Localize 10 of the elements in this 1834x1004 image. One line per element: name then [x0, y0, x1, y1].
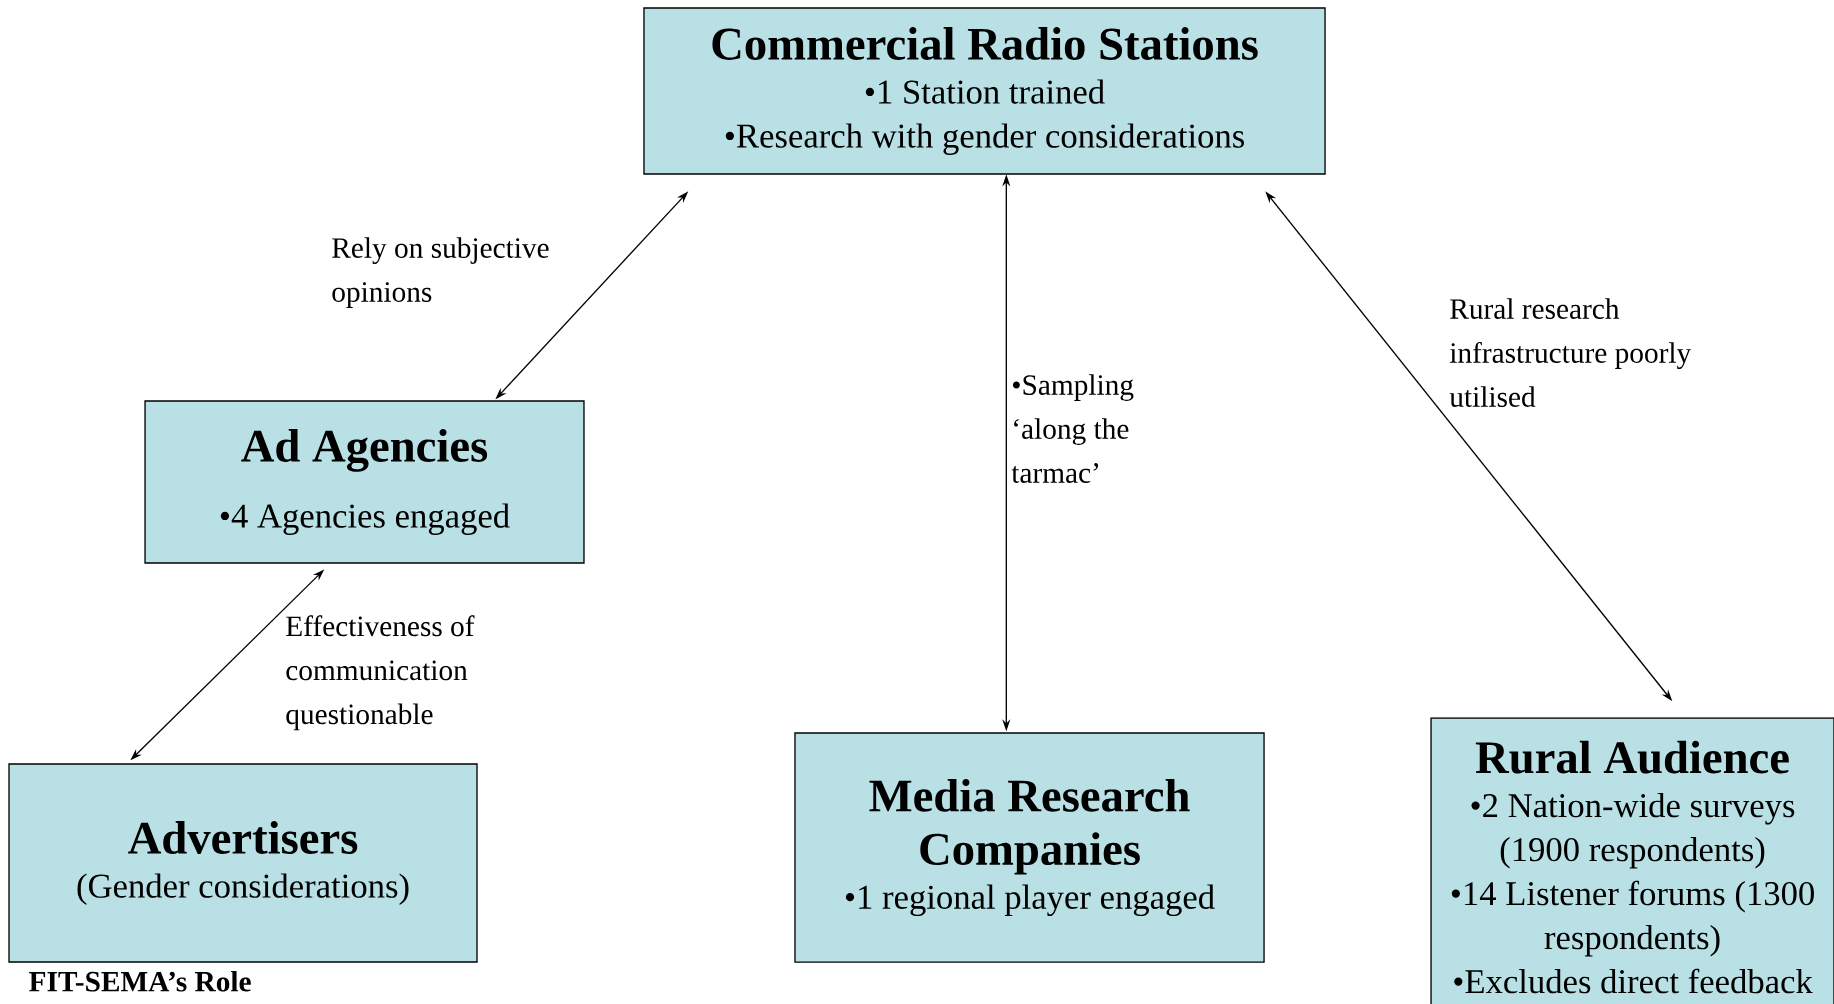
edge-label: •Sampling ‘along the tarmac’: [1011, 374, 1134, 483]
text-box: Ad Agencies •4 Agencies engaged: [144, 400, 585, 564]
edge-label: Effectiveness of communication questionable: [286, 615, 475, 731]
edge-label: Rely on subjective opinions: [332, 237, 549, 308]
text-box: Rural Audience •2 Nation-wide surveys (1900 respondents) •14 Listener forums (1300 respondents) •Excludes direct feedback: [1430, 717, 1834, 1004]
text-box: Media Research Companies •1 regional player engaged: [794, 732, 1265, 963]
text-box: Commercial Radio Stations •1 Station trained •Research with gender considerations: [643, 7, 1326, 175]
edge-label: Rural research infrastructure poorly utilised: [1449, 298, 1692, 407]
section-heading: FIT-SEMA’s Role: [29, 970, 251, 992]
text-box: Advertisers (Gender considerations): [8, 763, 478, 963]
